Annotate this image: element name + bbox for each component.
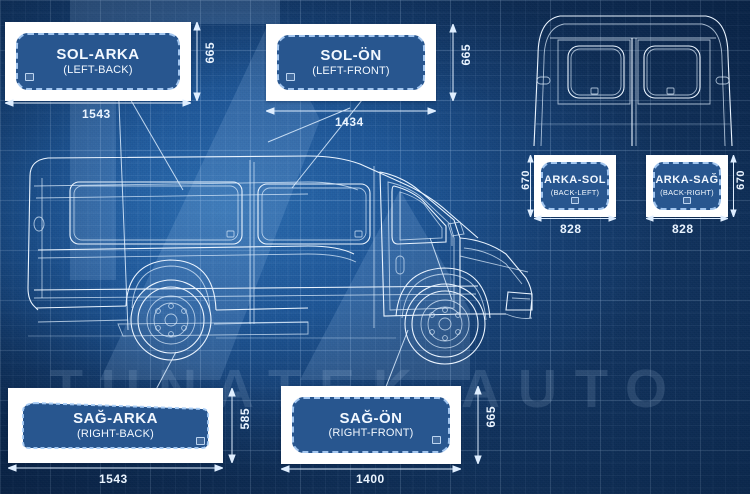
panel-title: SAĞ-ARKA [73,410,158,428]
dim-sol-on-height: 665 [459,44,473,66]
panel-subtitle: (RIGHT-FRONT) [328,427,414,440]
dimline-sag-arka-height [228,388,236,463]
dimline-arka-sag-height [730,155,737,217]
dimline-sol-arka-height [193,22,201,101]
dimline-sag-on-width [281,465,461,473]
dim-sag-on-width: 1400 [356,472,385,486]
panel-arka-sol[interactable]: ARKA-SOL (BACK-LEFT) [534,155,616,217]
panel-subtitle: (BACK-LEFT) [550,187,600,197]
dim-sag-on-height: 665 [484,406,498,428]
dimline-sol-on-height [449,24,457,101]
glass-sag-on: SAĞ-ÖN (RIGHT-FRONT) [292,397,450,453]
panel-title: SOL-ARKA [56,46,140,64]
dim-sol-arka-width: 1543 [82,107,111,121]
panel-subtitle: (LEFT-BACK) [63,63,133,76]
panel-label-group: SAĞ-ARKA (RIGHT-BACK) [73,411,158,440]
glass-arka-sag: ARKA-SAĞ (BACK-RIGHT) [653,162,721,210]
glass-sol-arka: SOL-ARKA (LEFT-BACK) [16,33,180,90]
dimline-sol-arka-width [5,99,191,107]
panel-subtitle: (LEFT-FRONT) [312,64,390,77]
dim-sag-arka-width: 1543 [99,472,128,486]
glass-marker-icon [25,73,34,81]
panel-arka-sag[interactable]: ARKA-SAĞ (BACK-RIGHT) [646,155,728,217]
panel-sag-arka[interactable]: SAĞ-ARKA (RIGHT-BACK) [8,388,223,463]
glass-marker-icon [286,73,295,81]
dim-sol-arka-height: 665 [203,42,217,64]
dim-arka-sag-width: 828 [672,222,694,236]
panel-subtitle: (BACK-RIGHT) [660,187,714,197]
panel-subtitle: (RIGHT-BACK) [77,427,154,440]
panel-title: SAĞ-ÖN [339,409,403,427]
panel-sag-on[interactable]: SAĞ-ÖN (RIGHT-FRONT) [281,386,461,464]
glass-marker-icon [432,436,441,444]
panel-sol-on[interactable]: SOL-ÖN (LEFT-FRONT) [266,24,436,101]
dimline-sag-arka-width [8,464,223,472]
glass-marker-icon [571,197,579,204]
dimline-sol-on-width [266,107,436,115]
glass-marker-icon [196,437,205,445]
glass-marker-icon [683,197,691,204]
dimline-sag-on-height [474,386,482,464]
dimline-arka-sol-height [527,155,534,217]
dim-arka-sol-width: 828 [560,222,582,236]
dimline-arka-sag-width [646,215,728,222]
glass-sag-arka: SAĞ-ARKA (RIGHT-BACK) [19,399,212,452]
dim-sag-arka-height: 585 [238,408,252,430]
panel-title: ARKA-SOL [543,174,607,187]
panel-sol-arka[interactable]: SOL-ARKA (LEFT-BACK) [5,22,191,101]
panel-title: ARKA-SAĞ [655,174,719,187]
glass-sol-on: SOL-ÖN (LEFT-FRONT) [277,35,425,90]
glass-arka-sol: ARKA-SOL (BACK-LEFT) [541,162,609,210]
dimline-arka-sol-width [534,215,616,222]
panel-title: SOL-ÖN [320,47,382,65]
dim-sol-on-width: 1434 [335,115,364,129]
glass-outline-shape [22,401,209,449]
